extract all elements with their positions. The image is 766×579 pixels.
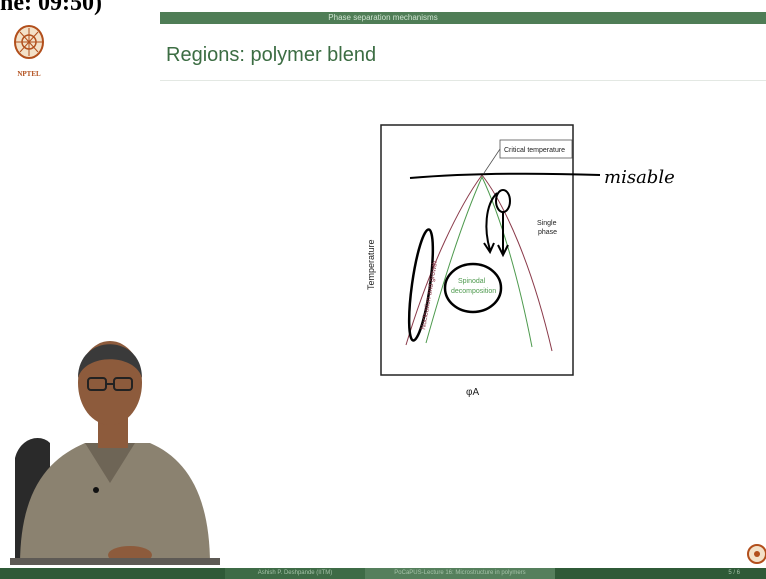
desk-edge bbox=[10, 558, 220, 565]
single-phase-label-line1: Single bbox=[537, 220, 557, 227]
title-divider bbox=[160, 80, 766, 81]
section-header-bar: Phase separation mechanisms bbox=[160, 12, 766, 24]
institute-emblem-icon bbox=[744, 540, 766, 570]
footer-page-number: 5 / 6 bbox=[700, 568, 740, 579]
spinodal-curve bbox=[426, 177, 532, 347]
spinodal-label-line2: decomposition bbox=[451, 288, 496, 295]
presenter-video bbox=[10, 318, 220, 565]
footer-course: PoCaPUS-Lecture 16: Microstructure in po… bbox=[365, 568, 555, 579]
y-axis-label: Temperature bbox=[366, 239, 376, 290]
phase-diagram: Critical temperature misable Nucleation … bbox=[360, 115, 680, 405]
footer-bar: Ashish P. Deshpande (IITM) PoCaPUS-Lectu… bbox=[0, 568, 766, 579]
spinodal-label-line1: Spinodal bbox=[458, 278, 486, 285]
section-title: Phase separation mechanisms bbox=[160, 12, 766, 24]
slide-title: Regions: polymer blend bbox=[166, 44, 376, 67]
footer-author: Ashish P. Deshpande (IITM) bbox=[225, 568, 365, 579]
nptel-logo-label: NPTEL bbox=[12, 70, 46, 78]
lapel-microphone bbox=[93, 487, 99, 493]
single-phase-label-line2: phase bbox=[538, 229, 557, 236]
handwritten-misable: misable bbox=[604, 167, 675, 188]
critical-pointer-line bbox=[484, 149, 500, 173]
handwritten-horizontal-line bbox=[410, 174, 600, 178]
critical-temperature-label: Critical temperature bbox=[504, 147, 565, 154]
x-axis-label: φA bbox=[466, 387, 479, 398]
timestamp-overlay: ne: 09:50) bbox=[0, 0, 102, 16]
